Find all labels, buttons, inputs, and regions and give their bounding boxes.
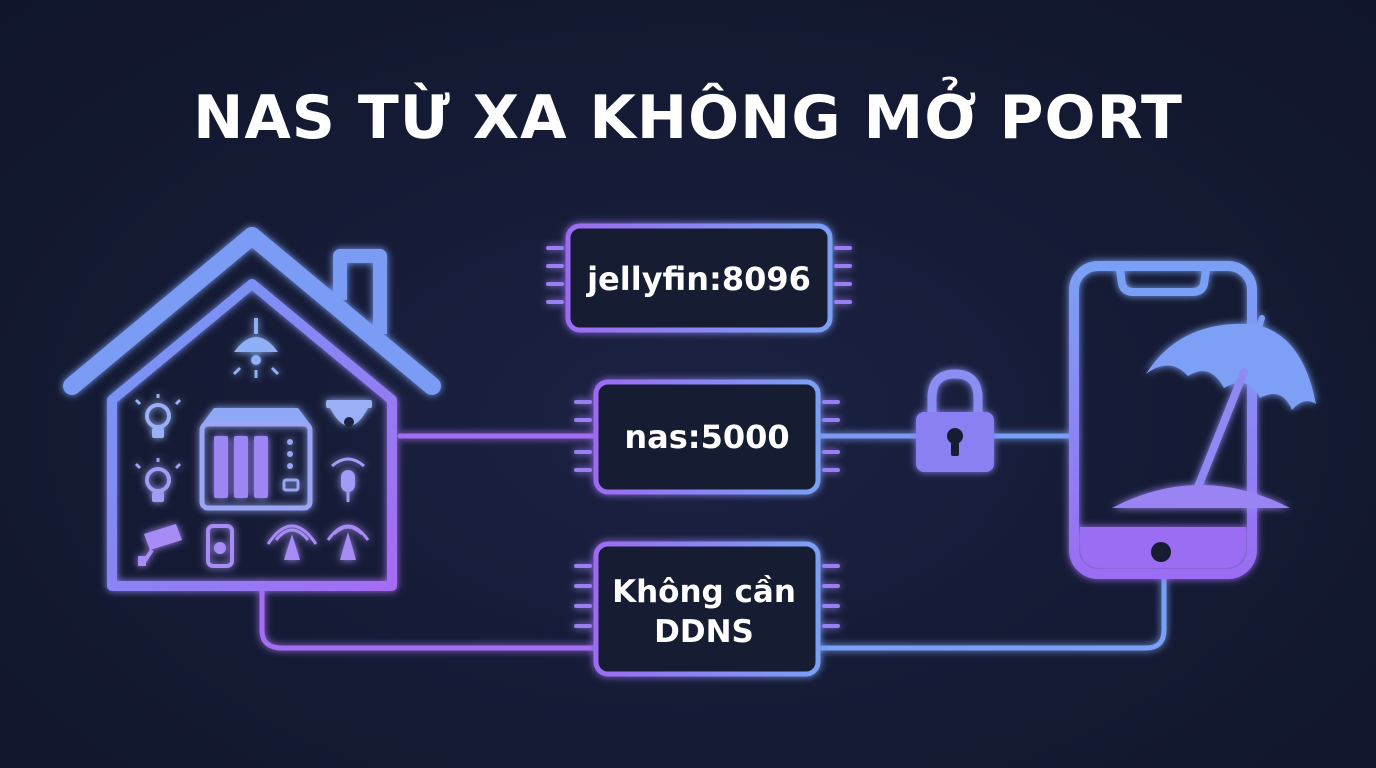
light-bulb-icon: [134, 458, 182, 502]
house-icon: [63, 227, 441, 591]
connection-lines: [259, 433, 1167, 651]
chip-nas-label: nas:5000: [624, 418, 789, 456]
smart-speaker-icon: [331, 457, 365, 502]
beach-umbrella-icon: [1112, 315, 1316, 508]
page-title: NAS TỪ XA KHÔNG MỞ PORT: [193, 83, 1183, 153]
nas-device-icon: [199, 408, 313, 511]
link-bottom-chip-phone: [815, 575, 1167, 651]
antenna-icon: [326, 524, 370, 560]
chip-jellyfin: jellyfin:8096: [546, 223, 852, 333]
ceiling-lamp-icon: [232, 318, 280, 378]
light-bulb-icon: [134, 394, 182, 438]
link-house-bottom-chip: [259, 583, 599, 651]
router-icon: [266, 524, 318, 560]
chip-no-ddns: Không cần DDNS: [574, 541, 840, 677]
chip-nas: nas:5000: [574, 379, 840, 495]
security-camera-icon: [138, 524, 182, 566]
dome-camera-icon: [326, 400, 372, 427]
chip-jellyfin-label: jellyfin:8096: [585, 260, 811, 298]
chip-no-ddns-line1: Không cần: [612, 574, 796, 610]
chip-no-ddns-line2: DDNS: [654, 614, 754, 650]
smartphone-icon: [1069, 261, 1257, 579]
doorbell-icon: [206, 524, 234, 568]
lock-icon: [916, 369, 994, 472]
